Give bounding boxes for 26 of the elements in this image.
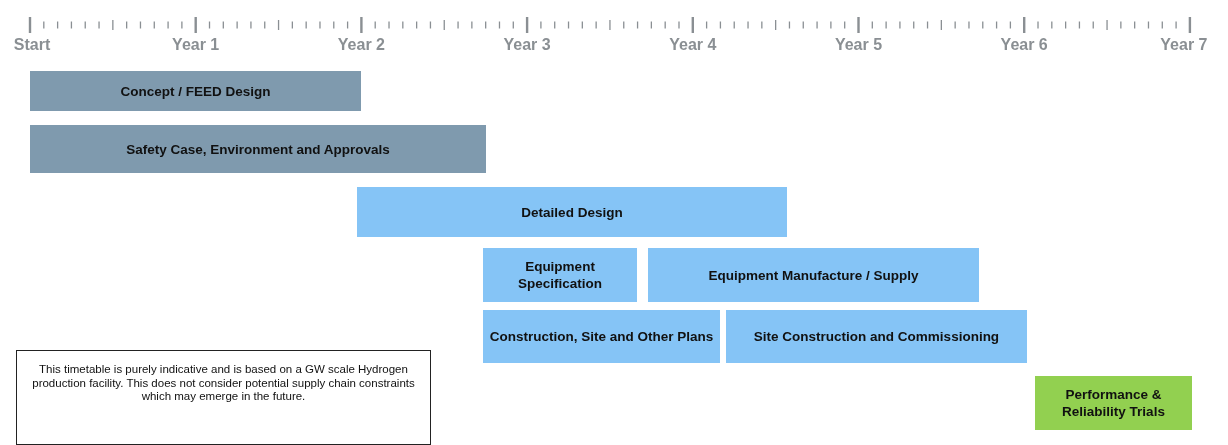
timeline-bar [357,187,787,237]
timeline-bar [30,71,361,111]
year-label: Year 3 [503,36,551,54]
bar-label: Site Construction and Commissioning [753,328,1000,345]
bar-label: Concept / FEED Design [120,82,271,100]
bar-label: Safety Case, Environment and Approvals [126,140,390,158]
year-label: Year 5 [834,36,883,54]
bar-label: Equipment Manufacture / Supply [708,266,919,284]
timeline-bar [1035,376,1192,430]
bar-label: Detailed Design [521,203,623,221]
year-label: Year 4 [669,36,717,54]
year-label: Year 2 [337,36,385,54]
bar-label: Construction, Site and Other Plans [489,328,714,345]
year-label: Year 1 [172,36,220,54]
year-label: Start [13,36,51,54]
year-label: Year 7 [1160,36,1208,54]
timeline-bar [483,310,720,363]
bar-label: Equipment Specification [517,258,603,292]
note-box [16,350,431,445]
year-label: Year 6 [1000,36,1048,54]
timeline-bar [30,125,486,173]
bar-label: Performance & Reliability Trials [1061,386,1166,420]
timeline-bar [483,248,637,302]
timeline-bar [726,310,1027,363]
timeline-bar [648,248,979,302]
note-text: This timetable is purely indicative and is based on a GW scale Hydrogen production facility. This does not consider potential supply chain constraints which may emerge in the future. [32,363,415,402]
